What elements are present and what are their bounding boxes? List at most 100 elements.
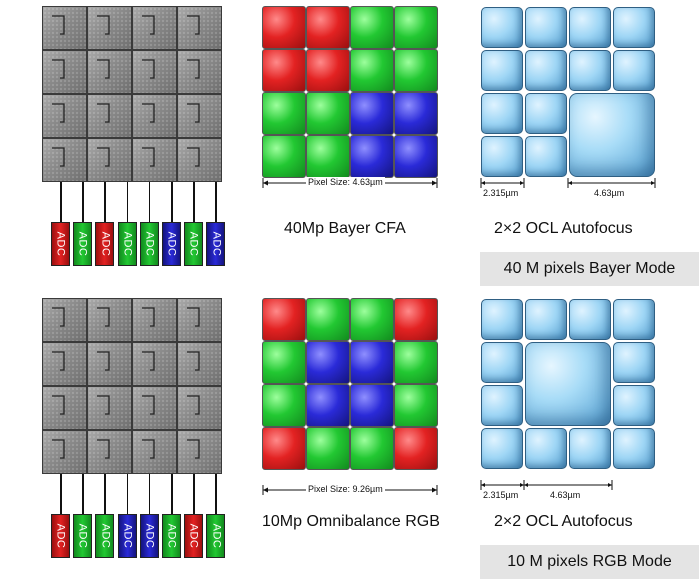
bottom-cfa-cell-green xyxy=(394,341,438,384)
bottom-sensor-cell xyxy=(132,342,177,386)
bottom-sensor-cell xyxy=(132,430,177,474)
top-sensor-cell xyxy=(132,94,177,138)
top-ocl-small-lens xyxy=(481,93,523,134)
top-cfa-cell-red xyxy=(306,6,350,49)
bottom-ocl-small-lens xyxy=(613,299,655,340)
top-sensor-cell xyxy=(132,6,177,50)
top-sensor-cell xyxy=(42,6,87,50)
top-sensor-cell xyxy=(177,50,222,94)
top-cfa-cell-green xyxy=(350,49,394,92)
bottom-adc-block: ADC xyxy=(51,514,70,558)
bottom-ocl-small-lens xyxy=(569,428,611,469)
bottom-cfa-cell-red xyxy=(394,427,438,470)
bottom-cfa-cell-green xyxy=(306,427,350,470)
top-adc-label: ADC xyxy=(209,231,222,257)
top-ocl-small-lens xyxy=(481,136,523,177)
bottom-cfa-cell-green xyxy=(394,384,438,427)
top-ocl-grid xyxy=(480,6,656,178)
bottom-ocl-small-lens xyxy=(481,299,523,340)
top-sensor-cell xyxy=(42,50,87,94)
top-ocl-small-lens xyxy=(481,50,523,91)
top-cfa-pixel-size-label: Pixel Size: 4.63µm xyxy=(306,177,385,187)
top-cfa-cell-blue xyxy=(350,92,394,135)
top-cfa-cell-green xyxy=(262,92,306,135)
top-adc-label: ADC xyxy=(54,231,67,257)
bottom-sensor-cell xyxy=(42,386,87,430)
top-cfa-cell-green xyxy=(306,135,350,178)
bottom-adc-block: ADC xyxy=(73,514,93,558)
bottom-cfa-cell-red xyxy=(262,298,306,341)
top-cfa-cell-red xyxy=(262,49,306,92)
bottom-ocl-small-lens xyxy=(613,342,655,383)
bottom-sensor-cell xyxy=(87,430,132,474)
bottom-mode-label: 10 M pixels RGB Mode xyxy=(480,545,699,579)
bottom-ocl-small-lens xyxy=(613,385,655,426)
top-adc-block: ADC xyxy=(73,222,93,266)
top-adc-block: ADC xyxy=(51,222,70,266)
bottom-adc-label: ADC xyxy=(165,523,178,549)
bottom-sensor-cell xyxy=(42,298,87,342)
top-ocl-small-lens xyxy=(613,50,655,91)
bottom-sensor-cell xyxy=(42,430,87,474)
bottom-adc-label: ADC xyxy=(76,523,89,549)
top-wire xyxy=(82,182,84,222)
top-cfa-cell-green xyxy=(350,6,394,49)
bottom-cfa-cell-green xyxy=(350,298,394,341)
top-adc-label: ADC xyxy=(187,231,200,257)
bottom-adc-label: ADC xyxy=(143,523,156,549)
bottom-ocl-dimension-line xyxy=(480,480,613,490)
bottom-adc-label: ADC xyxy=(121,523,134,549)
bottom-adc-label: ADC xyxy=(187,523,200,549)
bottom-cfa-cell-green xyxy=(262,341,306,384)
top-sensor-cell xyxy=(177,138,222,182)
bottom-adc-label: ADC xyxy=(209,523,222,549)
top-sensor-cell xyxy=(87,6,132,50)
bottom-wire xyxy=(148,474,151,514)
top-cfa-cell-blue xyxy=(350,135,394,178)
top-wire xyxy=(60,182,62,222)
top-ocl-caption: 2×2 OCL Autofocus xyxy=(494,220,633,237)
bottom-ocl-small-lens xyxy=(481,385,523,426)
bottom-ocl-caption: 2×2 OCL Autofocus xyxy=(494,513,633,530)
bottom-ocl-small-lens xyxy=(525,428,567,469)
bottom-sensor-cell xyxy=(132,298,177,342)
top-sensor-cell xyxy=(132,50,177,94)
top-sensor-cell xyxy=(177,6,222,50)
top-ocl-small-lens xyxy=(525,136,567,177)
top-cfa-cell-green xyxy=(306,92,350,135)
top-cfa-cell-red xyxy=(306,49,350,92)
top-ocl-small-lens xyxy=(569,7,611,48)
bottom-sensor-cell xyxy=(87,386,132,430)
bottom-sensor-cell xyxy=(177,298,222,342)
top-sensor-cell xyxy=(87,138,132,182)
top-ocl-dimension-line xyxy=(480,178,656,188)
bottom-wire xyxy=(126,474,129,514)
top-sensor-cell xyxy=(132,138,177,182)
top-adc-block: ADC xyxy=(162,222,181,266)
top-adc-block: ADC xyxy=(95,222,115,266)
bottom-adc-block: ADC xyxy=(139,514,159,558)
top-adc-block: ADC xyxy=(206,222,226,266)
bottom-wire xyxy=(171,474,173,514)
bottom-cfa-cell-red xyxy=(394,298,438,341)
top-ocl-small-lens xyxy=(569,50,611,91)
bottom-cfa-cell-green xyxy=(306,298,350,341)
bottom-sensor-cell xyxy=(177,386,222,430)
top-sensor-cell xyxy=(177,94,222,138)
bottom-sensor-cell xyxy=(42,342,87,386)
top-cfa-cell-green xyxy=(262,135,306,178)
bottom-adc-block: ADC xyxy=(184,514,204,558)
bottom-adc-block: ADC xyxy=(206,514,226,558)
bottom-ocl-large-lens xyxy=(525,342,611,426)
bottom-ocl-right-label: 4.63µm xyxy=(548,490,583,500)
bottom-ocl-small-lens xyxy=(613,428,655,469)
bottom-sensor-cell xyxy=(87,298,132,342)
bottom-ocl-small-lens xyxy=(481,342,523,383)
top-adc-label: ADC xyxy=(121,231,134,257)
bottom-cfa-cell-green xyxy=(262,384,306,427)
top-ocl-large-lens xyxy=(569,93,655,177)
bottom-adc-block: ADC xyxy=(117,514,137,558)
top-wire xyxy=(126,182,129,222)
top-adc-label: ADC xyxy=(165,231,178,257)
